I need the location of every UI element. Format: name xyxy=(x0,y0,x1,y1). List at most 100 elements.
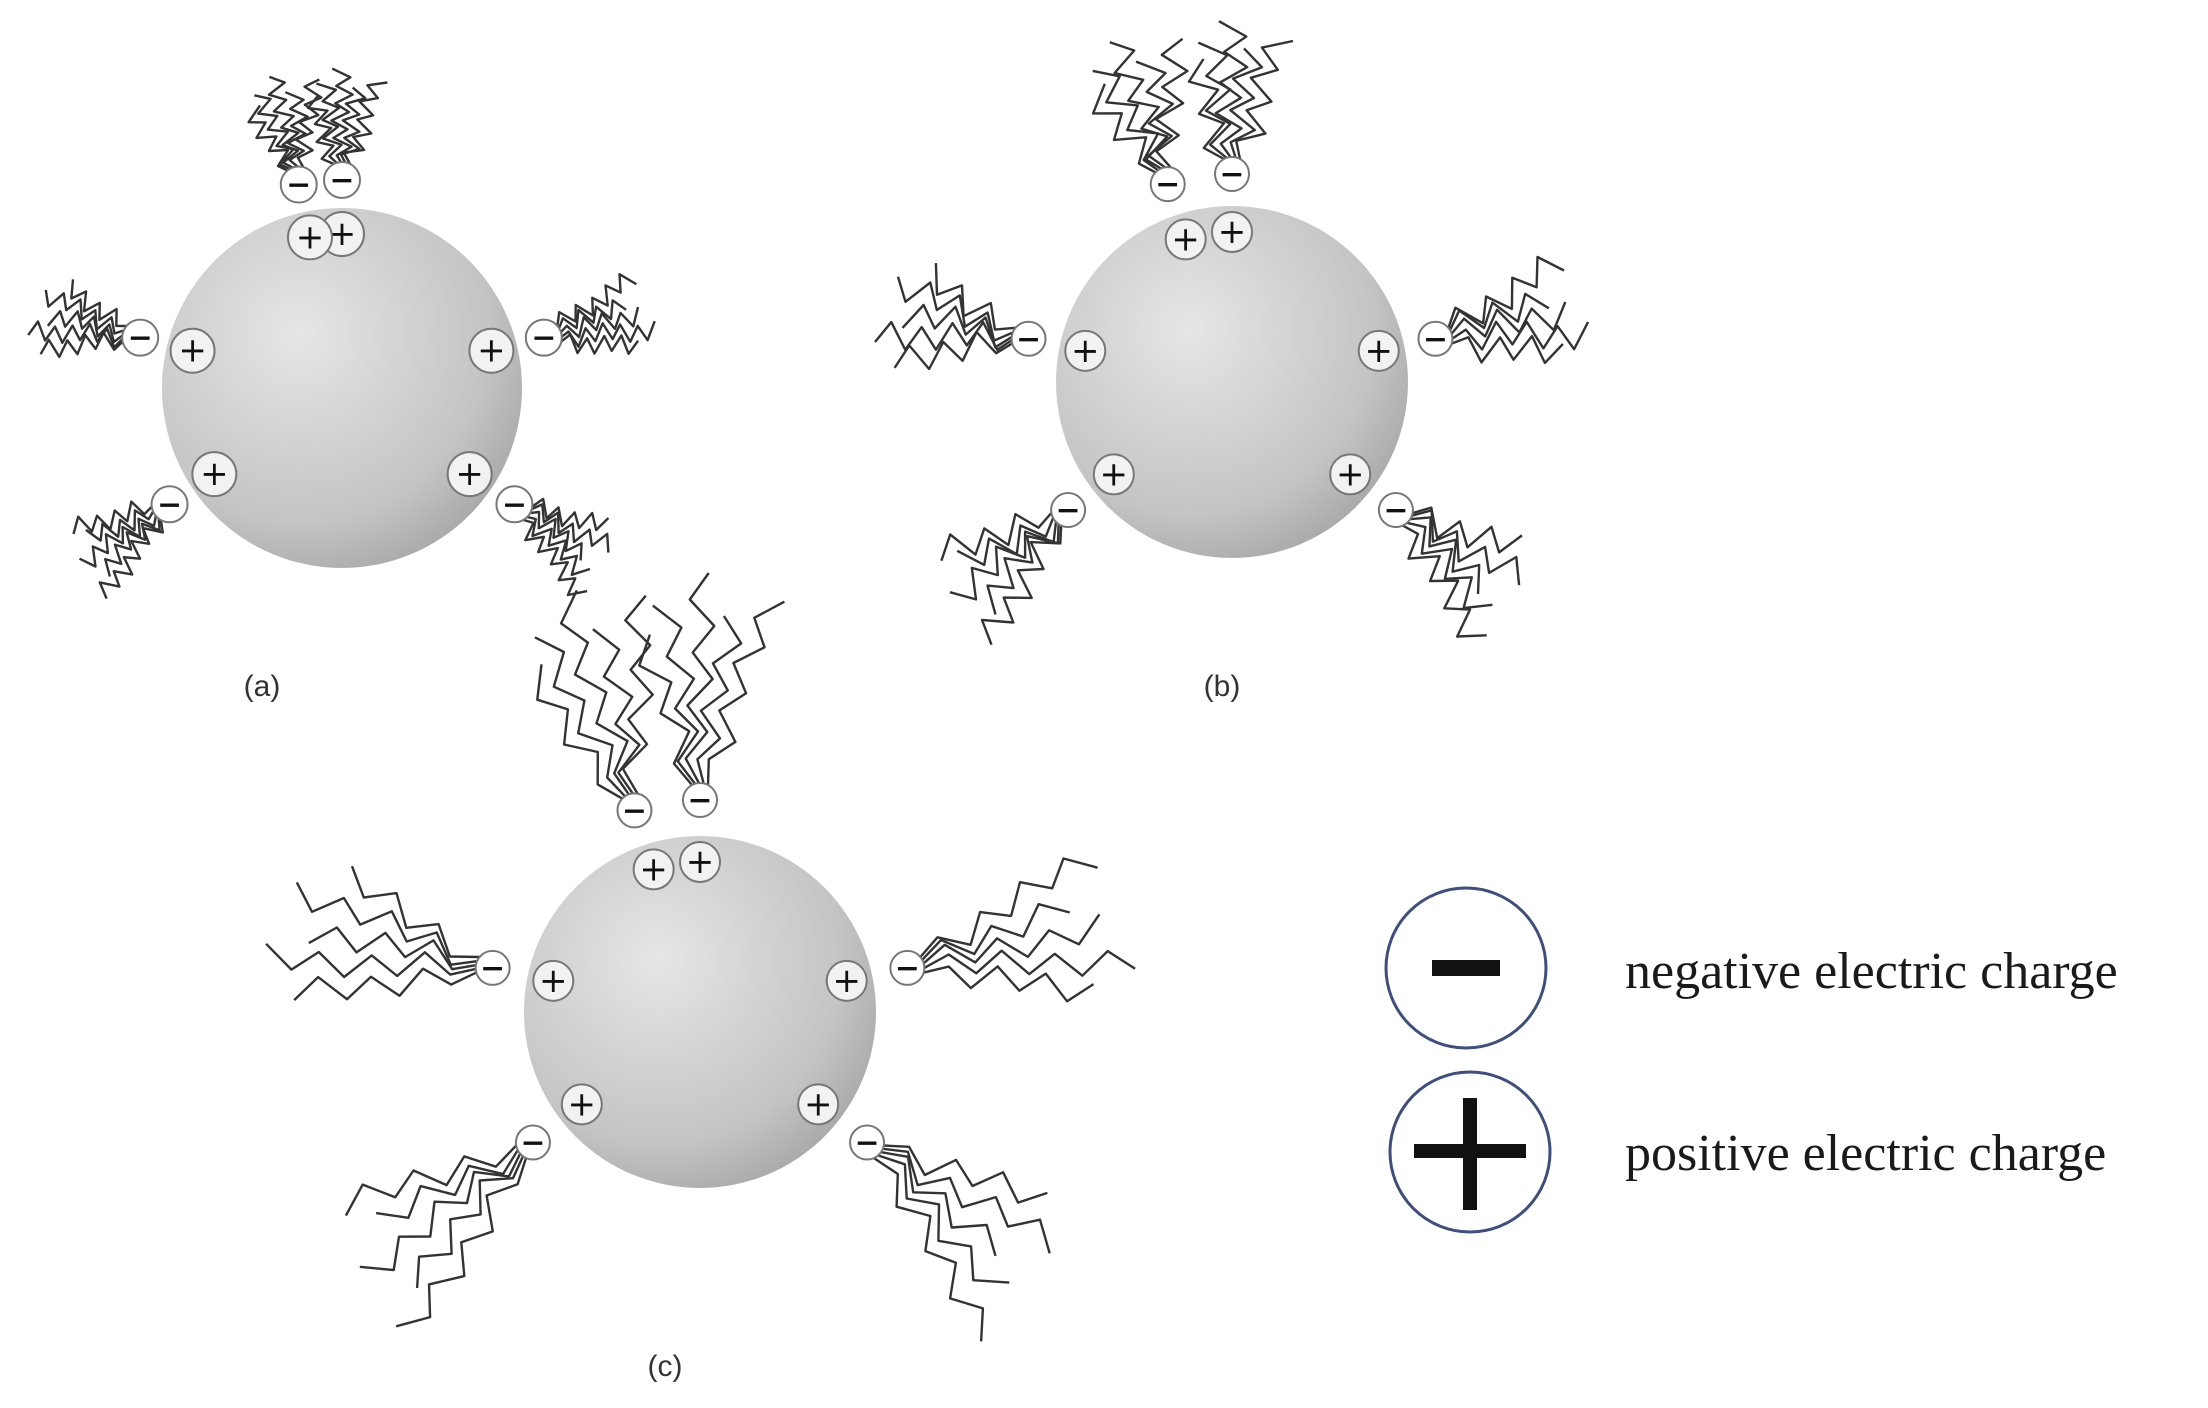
surfactant-tail xyxy=(375,1147,520,1219)
negative-charge-head: − xyxy=(524,318,563,357)
surfactant-tails xyxy=(265,865,480,1001)
surfactant-tail xyxy=(536,664,623,800)
panel-c-caption: (c) xyxy=(648,1350,683,1383)
surfactant-tails xyxy=(1402,506,1523,638)
surfactant-tails xyxy=(522,497,610,597)
surfactant-tail xyxy=(527,510,583,561)
surfactant-tail xyxy=(1409,509,1521,586)
positive-charge-symbol: + xyxy=(1100,454,1129,494)
positive-charge-site: + xyxy=(169,327,216,374)
surfactant-tail xyxy=(1091,83,1157,174)
panel-a-caption: (a) xyxy=(244,670,281,703)
surfactant-tail xyxy=(308,926,479,971)
surfactant-tails xyxy=(344,1144,528,1328)
surfactant-tail xyxy=(1229,47,1264,160)
surfactant-tail xyxy=(1402,524,1487,638)
panel-c: +−+−+−+−+−+− xyxy=(265,572,1136,1342)
positive-charge-site: + xyxy=(1357,329,1400,372)
surfactant-tail xyxy=(1448,292,1550,333)
panel-b: +−+−+−+−+−+− xyxy=(874,20,1590,646)
surfactant-tails xyxy=(556,273,656,355)
negative-charge-head: − xyxy=(121,318,160,357)
surfactant-tail xyxy=(874,320,1014,351)
surfactant-tail xyxy=(901,303,1015,349)
surfactant-tail xyxy=(247,104,290,172)
positive-charge-symbol: + xyxy=(686,842,715,882)
surfactant-tail xyxy=(1197,41,1232,160)
negative-charge-symbol: − xyxy=(531,321,556,356)
surfactant-tail xyxy=(1451,334,1564,365)
surfactant-tail xyxy=(1447,255,1565,329)
surfactant-tails xyxy=(72,500,164,600)
positive-charge-symbol: + xyxy=(200,454,229,494)
surfactant-tail xyxy=(1187,58,1226,161)
surfactant-tail xyxy=(534,636,627,799)
surfactant-tail xyxy=(78,513,158,568)
surfactant-tails xyxy=(919,857,1136,1003)
surfactant-tails xyxy=(874,263,1016,371)
surfactant-tail xyxy=(940,512,1053,562)
positive-charge-site: + xyxy=(1329,453,1372,496)
negative-charge-head: − xyxy=(1050,492,1087,528)
negative-charge-symbol: − xyxy=(480,951,505,986)
positive-charge-symbol: + xyxy=(804,1084,833,1124)
panels-layer: +−+−+−+−+−+−+−+−+−+−+−+−+−+−+−+−+−+− xyxy=(27,20,1590,1342)
positive-charge-symbol: + xyxy=(1218,212,1247,252)
surfactant-tails xyxy=(638,572,785,786)
surfactant-tail xyxy=(295,881,479,966)
positive-charge-site: + xyxy=(797,1083,840,1126)
surfactant-tail xyxy=(316,82,343,165)
surfactant-tail xyxy=(415,1154,525,1289)
negative-charge-symbol: − xyxy=(854,1126,879,1161)
negative-charge-head: − xyxy=(616,792,653,829)
surfactant-tail xyxy=(557,299,627,331)
positive-charge-site: + xyxy=(1092,453,1135,496)
surfactant-tail xyxy=(896,276,1016,342)
surfactant-tail xyxy=(342,81,388,165)
surfactant-tail xyxy=(949,519,1058,601)
surfactant-tail xyxy=(934,263,1016,331)
surfactant-tail xyxy=(1214,20,1249,160)
negative-charge-symbol: − xyxy=(157,487,182,522)
positive-charge-symbol: + xyxy=(539,961,568,1001)
surfactant-tail xyxy=(1449,301,1567,338)
surfactant-tail xyxy=(883,1144,1048,1204)
surfactant-tail xyxy=(980,525,1063,646)
surfactant-tails xyxy=(1091,37,1189,174)
surfactant-tail xyxy=(922,949,1136,977)
surfactant-tail xyxy=(558,306,640,339)
particle-a xyxy=(162,208,522,568)
negative-charge-head: − xyxy=(849,1124,886,1161)
positive-charge-symbol: + xyxy=(1171,219,1200,259)
negative-charge-symbol: − xyxy=(520,1126,545,1161)
surfactant-tail xyxy=(104,516,161,577)
negative-charge-head: − xyxy=(323,161,361,199)
positive-charge-symbol: + xyxy=(296,217,325,257)
positive-charge-site: + xyxy=(632,848,675,891)
positive-charge-symbol: + xyxy=(477,331,506,371)
surfactant-tail xyxy=(1154,37,1189,169)
surfactant-tail xyxy=(559,589,631,797)
surfactant-tail xyxy=(39,331,124,359)
surfactant-tails xyxy=(873,1144,1051,1342)
surfactant-tail xyxy=(85,509,156,542)
surfactant-tail xyxy=(529,503,610,553)
negative-charge-head: − xyxy=(150,485,189,524)
negative-charge-head: − xyxy=(682,782,718,818)
surfactant-tail xyxy=(531,497,610,532)
negative-charge-symbol: − xyxy=(622,793,647,828)
surfactant-tail xyxy=(876,1153,1010,1284)
positive-charge-site: + xyxy=(286,214,333,261)
negative-charge-symbol: − xyxy=(687,783,712,818)
negative-charge-head: − xyxy=(474,949,511,986)
positive-charge-site: + xyxy=(532,959,575,1002)
negative-charge-symbol: − xyxy=(1219,157,1244,192)
surfactant-tail xyxy=(293,967,477,1001)
surfactant-tail xyxy=(696,615,743,786)
positive-charge-site: + xyxy=(1064,329,1107,372)
positive-charge-symbol: + xyxy=(1071,331,1100,371)
negative-charge-head: − xyxy=(1149,166,1186,203)
legend-negative-label: negative electric charge xyxy=(1625,943,2118,1000)
negative-charge-symbol: − xyxy=(1056,493,1081,528)
